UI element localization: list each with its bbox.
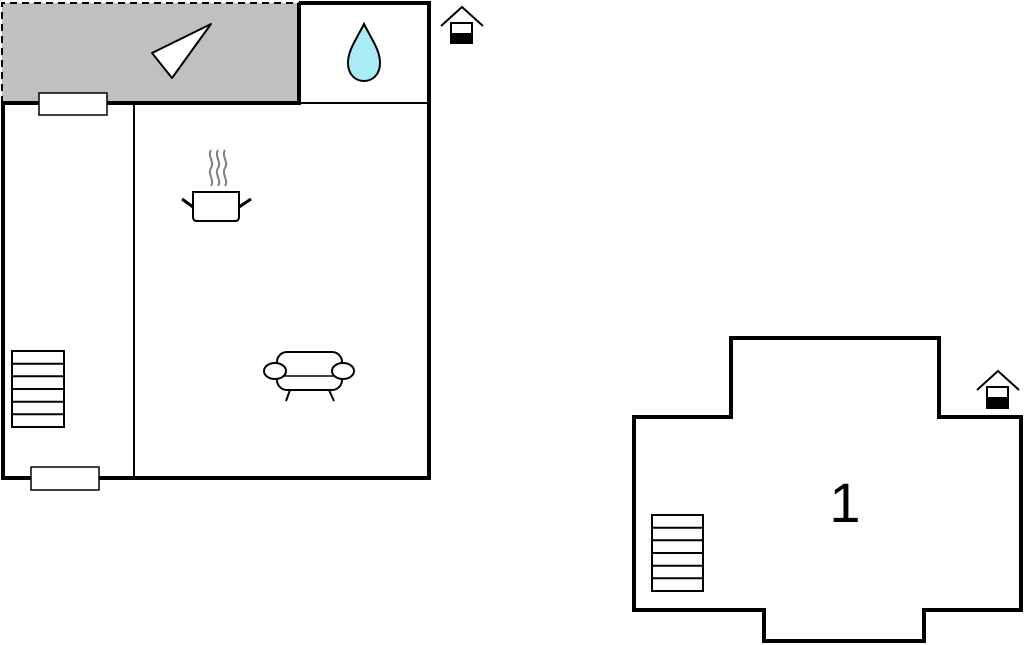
bathroom-wall — [299, 1, 431, 103]
upper-floor-outer-wall — [632, 336, 1023, 643]
stairs-icon — [11, 350, 65, 428]
entrance-house-icon — [440, 5, 484, 44]
window-top — [38, 92, 108, 116]
terrace — [1, 2, 301, 105]
room-number-label: 1 — [829, 471, 860, 534]
terrace-area — [2, 3, 299, 103]
stairs-icon — [651, 514, 704, 592]
terrace-icon — [151, 23, 212, 79]
sofa-icon — [263, 351, 355, 402]
upper-floor-plan: 1 — [632, 336, 1023, 643]
cooking-pot-icon — [181, 149, 252, 222]
water-drop-icon — [346, 21, 382, 83]
terrace-dashed-edge — [1, 2, 299, 103]
window-bottom — [30, 466, 100, 491]
bathroom — [299, 1, 431, 104]
entrance-house-icon — [976, 369, 1020, 409]
ground-floor-outer-wall — [1, 103, 431, 480]
ground-floor-plan — [1, 1, 484, 491]
